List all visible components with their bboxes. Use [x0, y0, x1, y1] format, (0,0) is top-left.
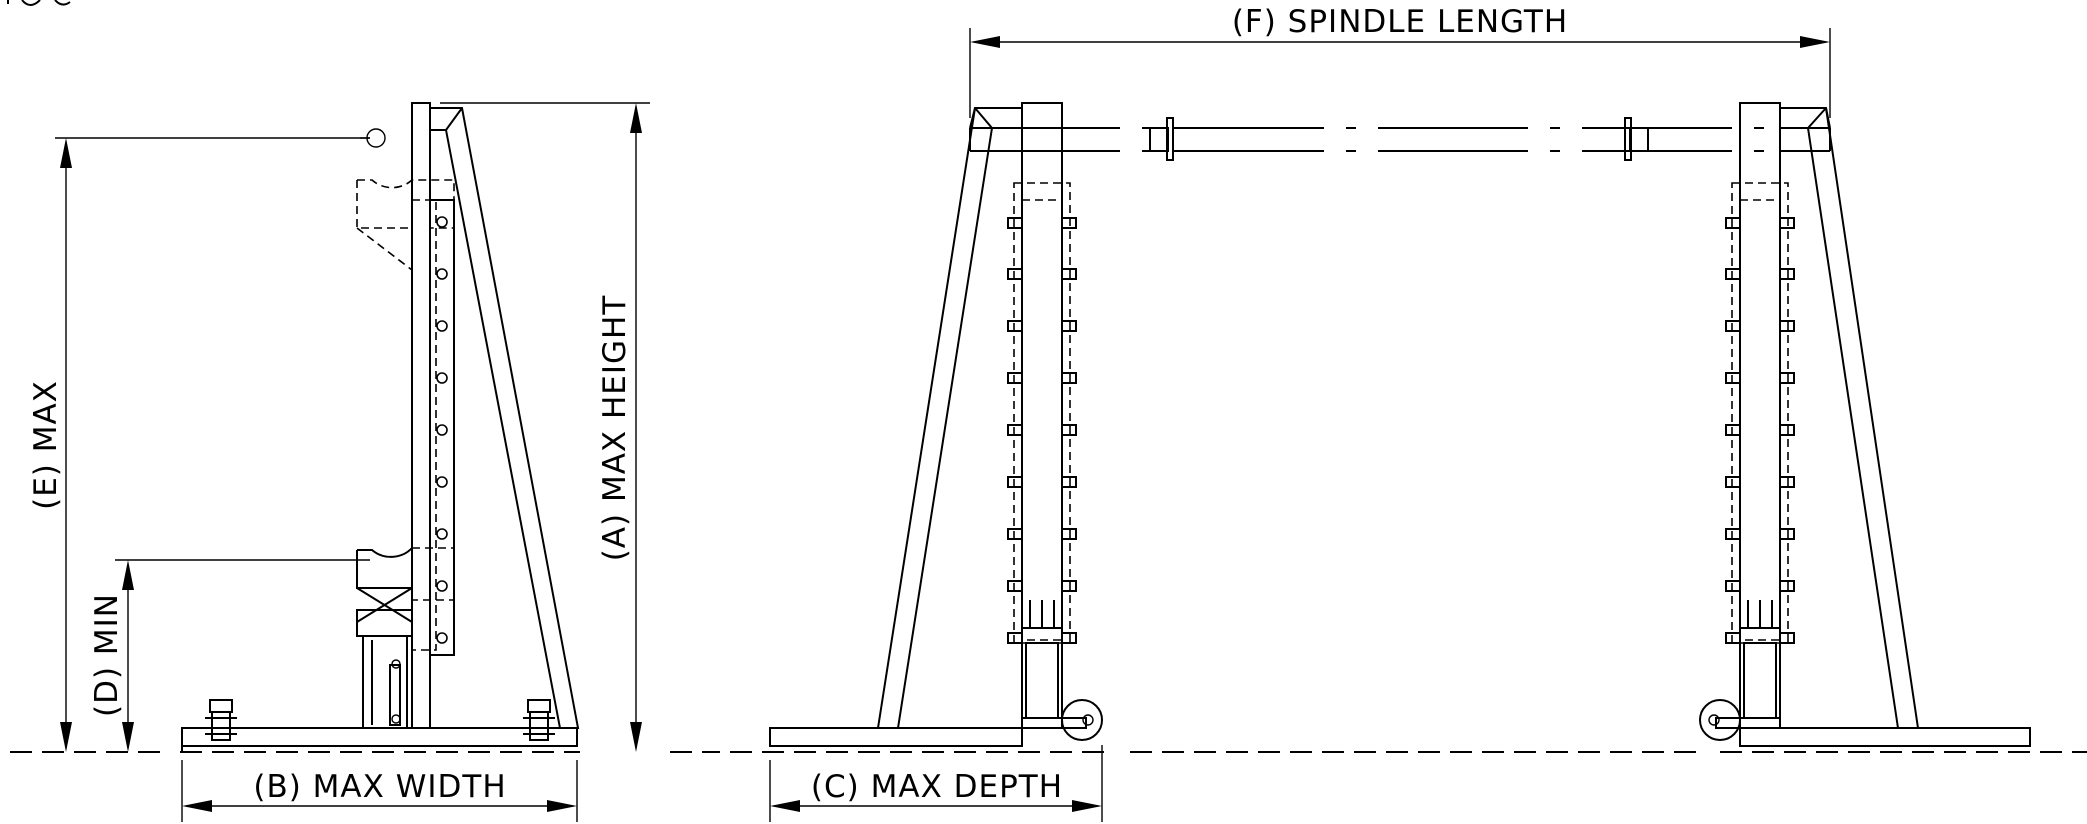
- adjustment-holes: [436, 216, 448, 644]
- dimension-e-label: (E) MAX: [28, 380, 64, 510]
- dimension-c-label: (C) MAX DEPTH: [811, 769, 1063, 805]
- caster-left: [205, 699, 237, 741]
- dimension-d-min: [115, 559, 370, 752]
- side-view-stand: [181, 102, 580, 752]
- front-upright-left: [769, 102, 1103, 747]
- dimension-c-max-depth: [769, 745, 1103, 822]
- dimension-a-max-height: [440, 102, 650, 752]
- caster-wheel-right: [1699, 699, 1741, 741]
- dimension-d-label: (D) MIN: [89, 593, 125, 717]
- caster-wheel-left: [1061, 699, 1103, 741]
- cropped-title-fragment: [7, 0, 71, 6]
- pin-tabs-left: [1007, 217, 1077, 644]
- front-view-stand: [769, 102, 2031, 747]
- spindle: [970, 117, 1830, 161]
- dimension-f-spindle-length: [969, 28, 1831, 118]
- pin-tabs-right: [1725, 217, 1795, 644]
- dimension-b-label: (B) MAX WIDTH: [253, 769, 506, 805]
- dimension-b-max-width: [181, 760, 578, 822]
- bottle-jack: [344, 635, 410, 729]
- dimension-e-max: [55, 137, 370, 752]
- caster-right: [523, 699, 555, 741]
- dimension-f-label: (F) SPINDLE LENGTH: [1232, 4, 1568, 40]
- front-upright-right: [1699, 102, 2031, 747]
- saddle-min-position: [356, 547, 455, 637]
- dimension-a-label: (A) MAX HEIGHT: [597, 295, 633, 562]
